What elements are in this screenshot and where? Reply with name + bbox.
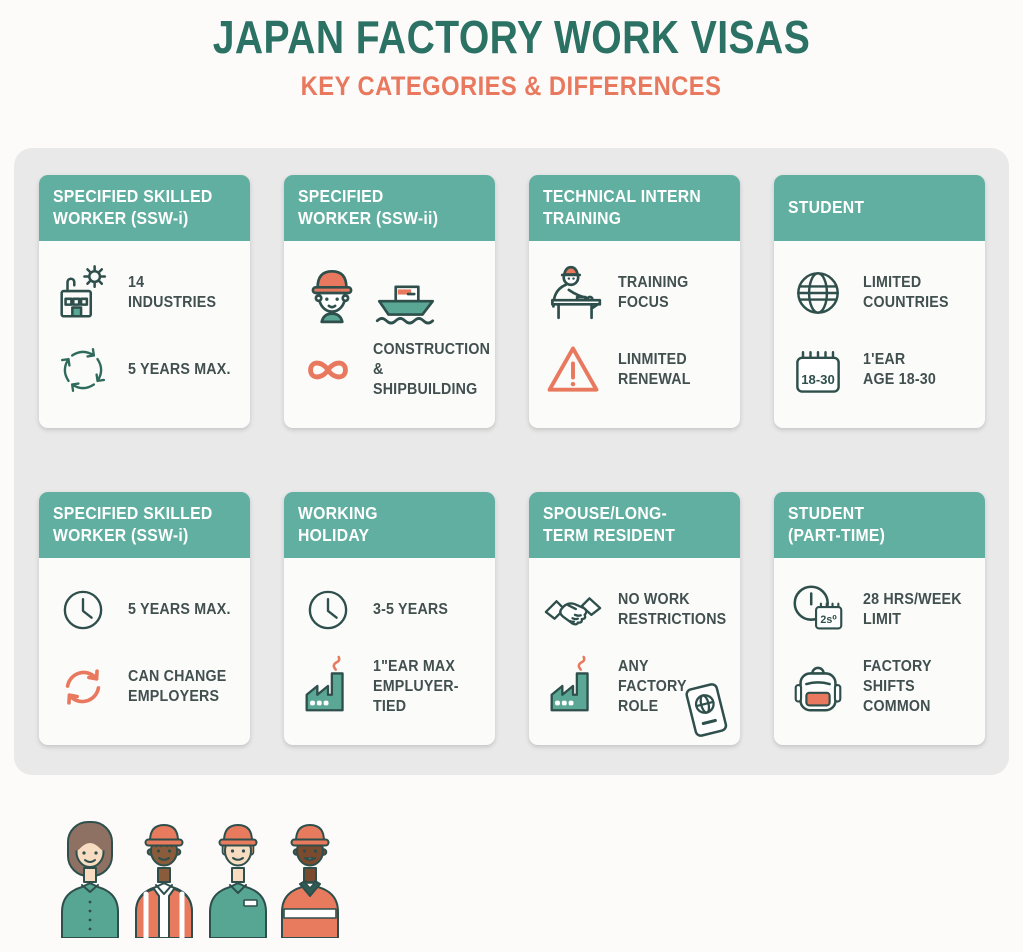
card-body: 14 INDUSTRIES 5 YEARS MAX.	[39, 241, 250, 428]
feature-row: TRAINING FOCUS	[541, 261, 730, 325]
orange-vest-worker	[281, 824, 339, 939]
feature-row: LINMITED RENEWAL	[541, 338, 730, 402]
card-ssw-i-mobility: SPECIFIED SKILLED WORKER (SSW-i) 5 YEARS…	[39, 492, 250, 745]
svg-text:2s⁰: 2s⁰	[820, 614, 837, 626]
feature-row: 1"EAR MAX EMPLUYER-TIED	[296, 655, 485, 719]
card-header: STUDENT (PART-TIME)	[774, 492, 985, 558]
feature-label: 28 HRS/WEEK LIMIT	[863, 590, 962, 628]
feature-row	[296, 261, 485, 325]
feature-row: CONSTRUCTION & SHIPBUILDING	[296, 338, 491, 402]
feature-row: 5 YEARS MAX.	[51, 338, 240, 402]
feature-label: 1"EAR MAX EMPLUYER-TIED	[373, 658, 459, 716]
card-header: TECHNICAL INTERN TRAINING	[529, 175, 740, 241]
card-title: SPECIFIED SKILLED WORKER (SSW-i)	[53, 503, 213, 545]
card-body: TRAINING FOCUS LINMITED RENEWAL	[529, 241, 740, 428]
visa-cards-grid: SPECIFIED SKILLED WORKER (SSW-i)	[14, 148, 1009, 773]
card-body: CONSTRUCTION & SHIPBUILDING	[284, 241, 495, 428]
clock-calendar-icon: 2s⁰	[786, 578, 850, 642]
page-header: JAPAN FACTORY WORK VISAS KEY CATEGORIES …	[0, 0, 1023, 102]
card-student-part-time: STUDENT (PART-TIME) 2s⁰ 28 HRS/WEEK LIMI…	[774, 492, 985, 745]
card-body: NO WORK RESTRICTIONS ANY FACTORY ROLE	[529, 558, 740, 745]
woman-worker	[61, 821, 119, 939]
card-title: SPECIFIED SKILLED WORKER (SSW-i)	[53, 186, 213, 228]
trainee-workbench-icon	[541, 261, 605, 325]
card-body: 2s⁰ 28 HRS/WEEK LIMIT	[774, 558, 985, 745]
worker-and-ship-icons	[296, 261, 446, 325]
feature-row: 14 INDUSTRIES	[51, 261, 240, 325]
feature-label: 14 INDUSTRIES	[128, 273, 217, 311]
passport-icon	[672, 677, 738, 749]
card-body: 3-5 YEARS 1"EAR MAX EMPLUYER-TIED	[284, 558, 495, 745]
worker-head-icon	[311, 269, 353, 323]
card-header: SPOUSE/LONG- TERM RESIDENT	[529, 492, 740, 558]
clock-icon	[51, 578, 115, 642]
backpack-icon	[786, 655, 850, 719]
feature-label: LIMITED COUNTRIES	[863, 273, 949, 311]
warning-triangle-icon	[541, 338, 605, 402]
feature-label: CAN CHANGE EMPLOYERS	[128, 668, 227, 706]
factory-workers-illustration	[52, 812, 344, 943]
feature-label: 1'EAR AGE 18-30	[863, 351, 936, 389]
clock-icon	[296, 578, 360, 642]
feature-row: FACTORY SHIFTS COMMON	[786, 655, 975, 719]
feature-label: ANY FACTORY ROLE	[618, 658, 687, 716]
factory-smoke-icon	[296, 655, 360, 719]
card-ssw-i: SPECIFIED SKILLED WORKER (SSW-i)	[39, 175, 250, 428]
vest-worker	[135, 824, 193, 941]
card-title: STUDENT (PART-TIME)	[788, 503, 886, 545]
card-technical-intern-training: TECHNICAL INTERN TRAINING	[529, 175, 740, 428]
card-title: WORKING HOLIDAY	[298, 503, 378, 545]
page-subtitle: KEY CATEGORIES & DIFFERENCES	[301, 70, 722, 101]
feature-row: 2s⁰ 28 HRS/WEEK LIMIT	[786, 578, 975, 642]
globe-icon	[786, 261, 850, 325]
feature-label: LINMITED RENEWAL	[618, 351, 691, 389]
card-header: WORKING HOLIDAY	[284, 492, 495, 558]
card-header: SPECIFIED WORKER (SSW-ii)	[284, 175, 495, 241]
card-title: STUDENT	[788, 197, 865, 218]
card-spouse-long-term-resident: SPOUSE/LONG- TERM RESIDENT	[529, 492, 740, 745]
handshake-icon	[541, 578, 605, 642]
feature-label: 5 YEARS MAX.	[128, 361, 231, 379]
teal-shirt-worker	[209, 824, 267, 939]
feature-row: NO WORK RESTRICTIONS	[541, 578, 730, 642]
card-student: STUDENT LIMITED COUNTRIES	[774, 175, 985, 428]
feature-label: CONSTRUCTION & SHIPBUILDING	[373, 341, 491, 399]
card-header: STUDENT	[774, 175, 985, 241]
factory-gear-icon	[51, 261, 115, 325]
card-header: SPECIFIED SKILLED WORKER (SSW-i)	[39, 492, 250, 558]
infinity-icon	[296, 338, 360, 402]
feature-label: 3-5 YEARS	[373, 600, 449, 618]
feature-row: ANY FACTORY ROLE	[541, 655, 730, 719]
feature-row: 18-30 1'EAR AGE 18-30	[786, 338, 975, 402]
feature-label: NO WORK RESTRICTIONS	[618, 590, 727, 628]
card-working-holiday: WORKING HOLIDAY 3-5 YEARS	[284, 492, 495, 745]
page-title: JAPAN FACTORY WORK VISAS	[212, 11, 811, 63]
ship-icon	[375, 285, 435, 325]
refresh-arrows-icon	[51, 655, 115, 719]
feature-row: LIMITED COUNTRIES	[786, 261, 975, 325]
card-title: SPECIFIED WORKER (SSW-ii)	[298, 186, 439, 228]
card-title: TECHNICAL INTERN TRAINING	[543, 186, 702, 228]
feature-label: TRAINING FOCUS	[618, 273, 689, 311]
feature-label: FACTORY SHIFTS COMMON	[863, 658, 932, 716]
svg-text:18-30: 18-30	[801, 372, 835, 387]
feature-label: 5 YEARS MAX.	[128, 600, 231, 618]
factory-smoke-icon	[541, 655, 605, 719]
card-body: 5 YEARS MAX. CAN CHANGE EMPLOYERS	[39, 558, 250, 745]
card-title: SPOUSE/LONG- TERM RESIDENT	[543, 503, 676, 545]
visa-cards-panel: SPECIFIED SKILLED WORKER (SSW-i)	[14, 148, 1009, 775]
card-ssw-ii: SPECIFIED WORKER (SSW-ii)	[284, 175, 495, 428]
calendar-age-icon: 18-30	[786, 338, 850, 402]
card-body: LIMITED COUNTRIES 18-30 1'EAR AGE 18-30	[774, 241, 985, 428]
feature-row: CAN CHANGE EMPLOYERS	[51, 655, 240, 719]
feature-row: 5 YEARS MAX.	[51, 578, 240, 642]
card-header: SPECIFIED SKILLED WORKER (SSW-i)	[39, 175, 250, 241]
feature-row: 3-5 YEARS	[296, 578, 485, 642]
recycle-arrows-icon	[51, 338, 115, 402]
